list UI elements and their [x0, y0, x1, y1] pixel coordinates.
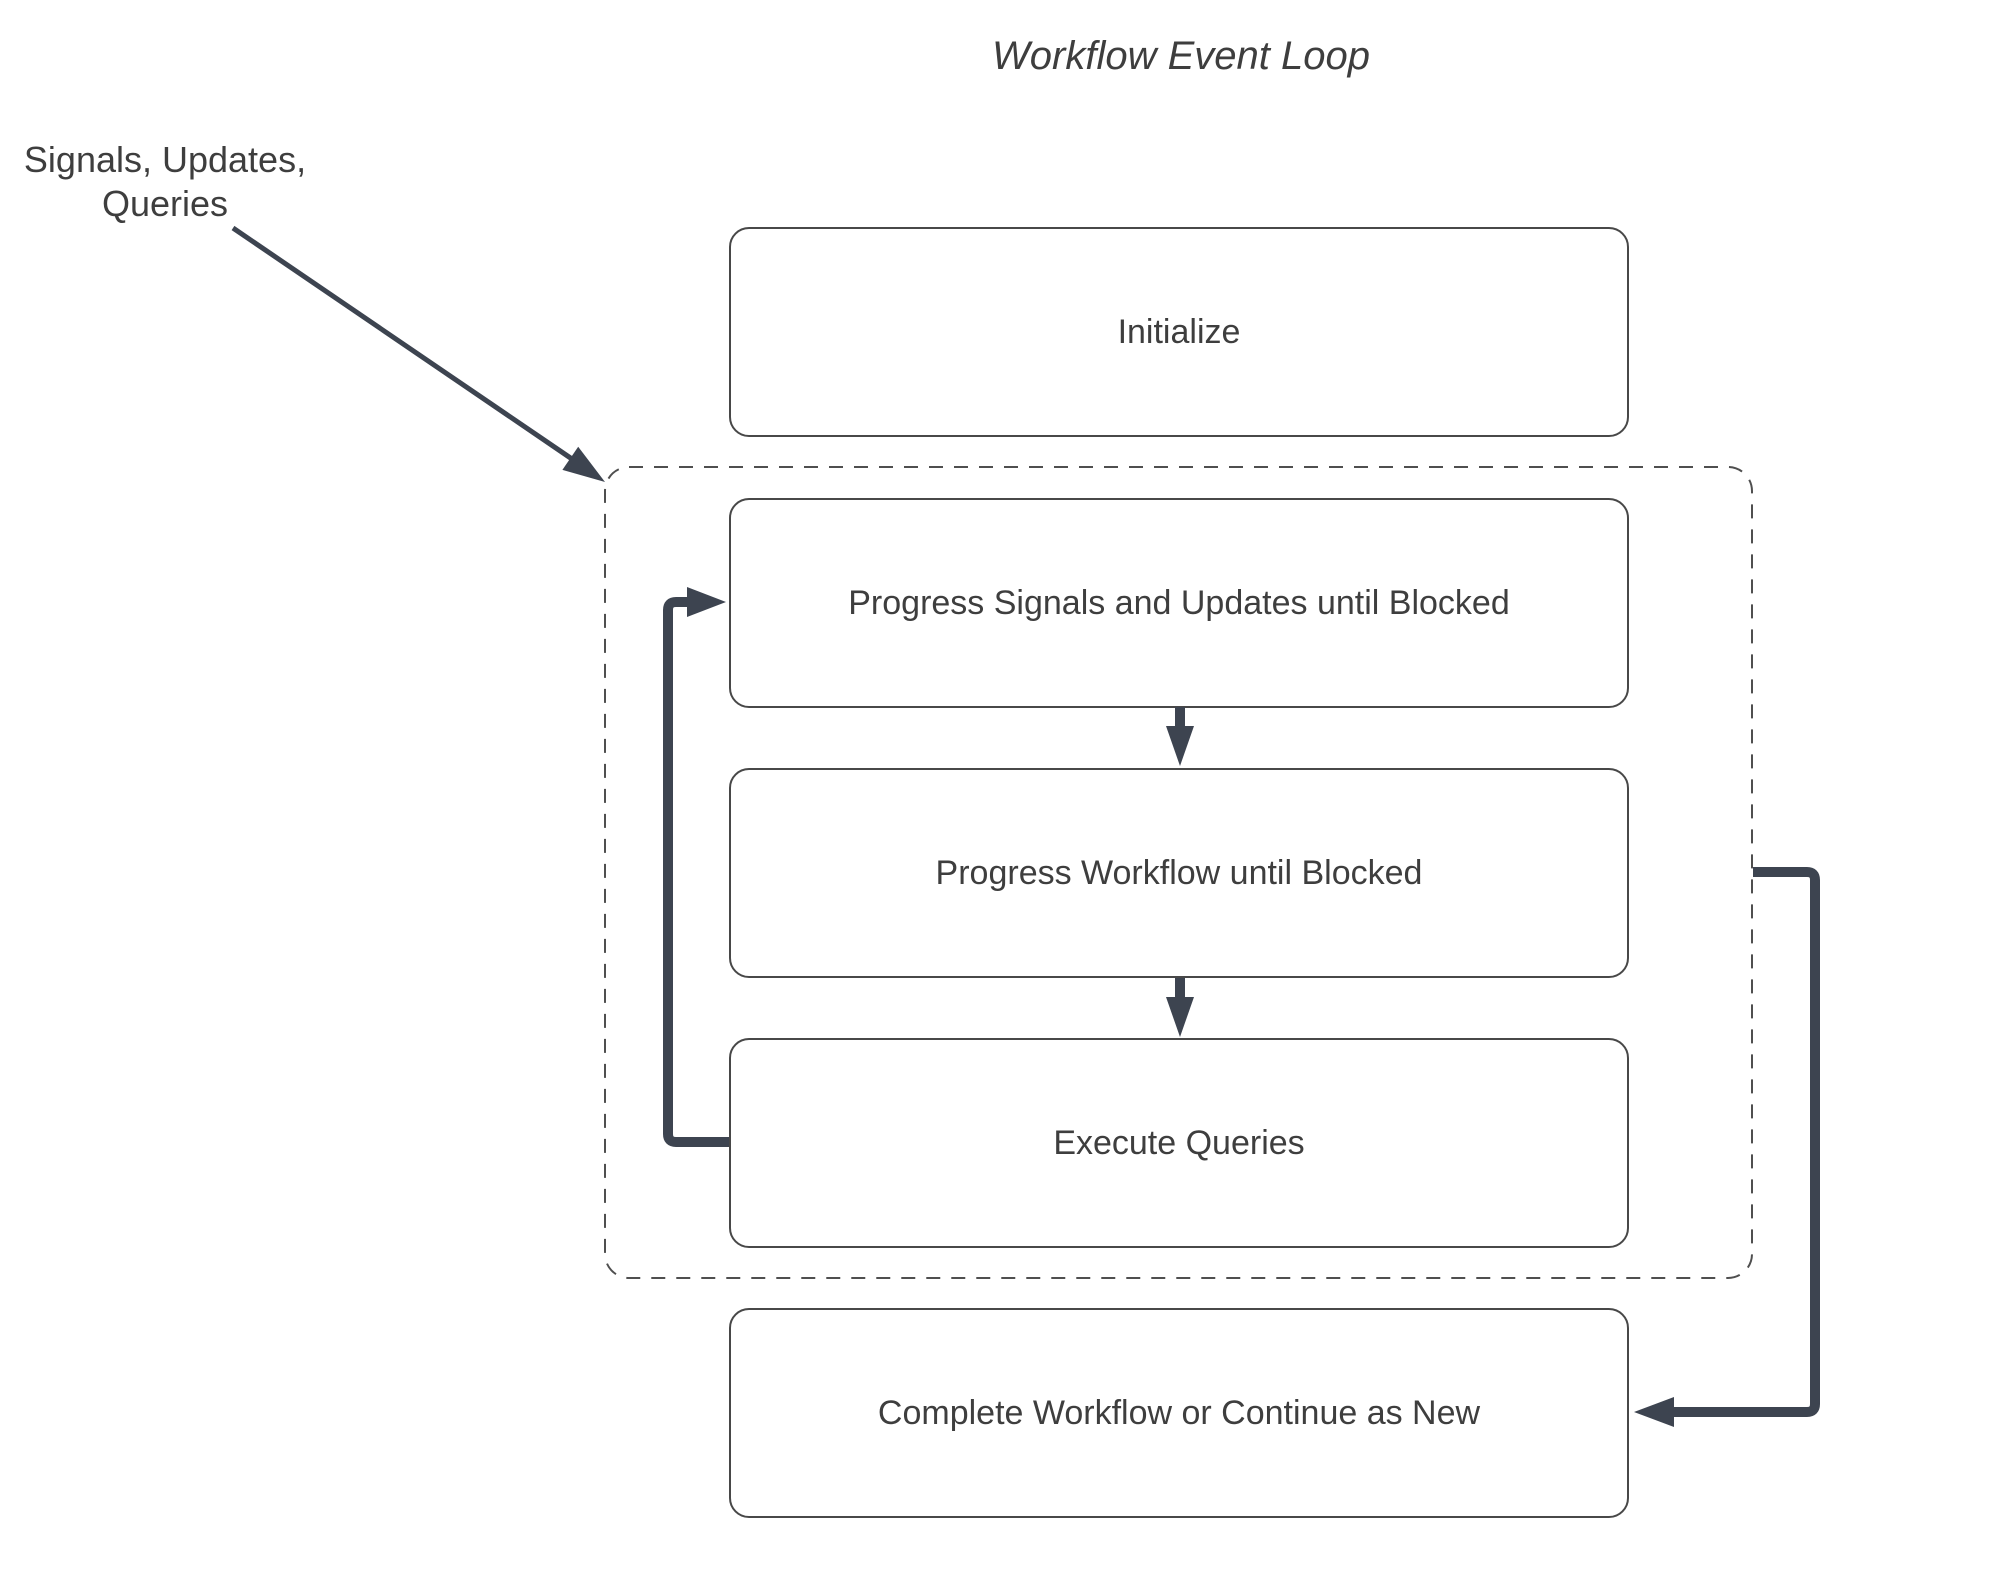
node-progress-signals-and-updates: Progress Signals and Updates until Block…	[729, 498, 1629, 708]
loop-arrow-queries-to-signals	[663, 587, 729, 1147]
diagram-title: Workflow Event Loop	[992, 34, 1370, 78]
node-execute-queries-label: Execute Queries	[1053, 1123, 1305, 1162]
arrow-workflow-to-queries	[1166, 978, 1194, 1037]
node-complete-workflow-label: Complete Workflow or Continue as New	[877, 1393, 1481, 1432]
annotation-line-2: Queries	[101, 183, 229, 224]
node-complete-workflow: Complete Workflow or Continue as New	[729, 1308, 1629, 1518]
node-initialize: Initialize	[729, 227, 1629, 437]
node-progress-workflow-label: Progress Workflow until Blocked	[935, 853, 1423, 892]
annotation-line-1: Signals, Updates,	[23, 139, 307, 180]
node-progress-signals-label: Progress Signals and Updates until Block…	[848, 583, 1510, 622]
node-execute-queries: Execute Queries	[729, 1038, 1629, 1248]
exit-arrow-to-complete	[1634, 867, 1820, 1427]
annotation-signals-updates-queries: Signals, Updates, Queries	[24, 138, 306, 226]
node-initialize-label: Initialize	[1117, 312, 1241, 351]
node-progress-workflow: Progress Workflow until Blocked	[729, 768, 1629, 978]
arrow-signals-to-workflow	[1166, 707, 1194, 766]
annotation-arrow	[231, 225, 605, 482]
